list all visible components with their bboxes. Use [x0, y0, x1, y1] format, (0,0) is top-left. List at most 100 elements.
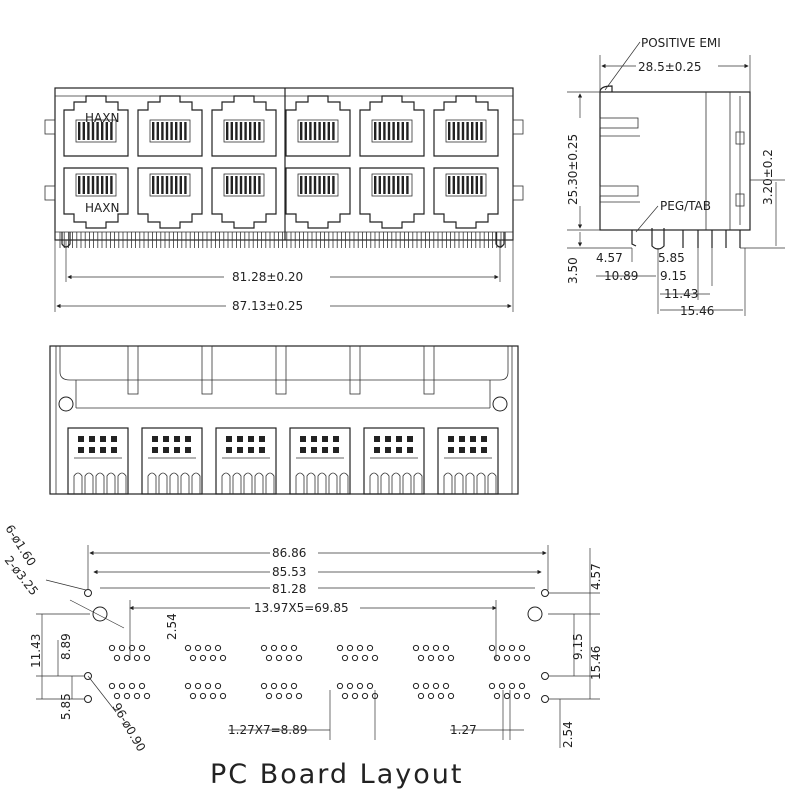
pcb-pin [219, 654, 227, 662]
pcb-pin [118, 644, 126, 652]
bottom-pad [152, 447, 158, 453]
bottom-pad [174, 447, 180, 453]
pcb-hole-160 [84, 589, 92, 597]
pcb-pin [351, 654, 359, 662]
contact [253, 176, 256, 194]
contact [226, 176, 229, 194]
contact [235, 122, 238, 140]
bottom-pad [322, 447, 328, 453]
contact [457, 122, 460, 140]
contact [327, 122, 330, 140]
contact [323, 122, 326, 140]
bottom-pad [78, 447, 84, 453]
pcb-pin [265, 654, 273, 662]
bottom-spring [295, 472, 305, 494]
bottom-spring [443, 472, 453, 494]
bottom-spring [328, 472, 338, 494]
bottom-pad [237, 447, 243, 453]
bottom-pad [152, 436, 158, 442]
rj45-port [285, 167, 351, 229]
pcb-pin [488, 682, 496, 690]
rj45-port [211, 95, 277, 157]
contact [161, 176, 164, 194]
bottom-port-blocks [67, 427, 499, 495]
contact [401, 122, 404, 140]
bottom-spring [84, 472, 94, 494]
contact [448, 122, 451, 140]
bottom-block [363, 427, 425, 495]
contact [152, 176, 155, 194]
pcb-pin [518, 644, 526, 652]
pcb-pin [123, 654, 131, 662]
bottom-spring [317, 472, 327, 494]
pcb-pin [503, 654, 511, 662]
pcb-pin [280, 644, 288, 652]
contact [383, 176, 386, 194]
pcb-pin [341, 654, 349, 662]
pcb-pin [270, 682, 278, 690]
side-view: POSITIVE EMI PEG/TAB 28.5±0.25 25.30±0.2… [566, 36, 785, 318]
bottom-spring [180, 472, 190, 494]
bottom-pad [374, 447, 380, 453]
pcb-pin [336, 644, 344, 652]
bottom-pad [322, 436, 328, 442]
pcb-pin [108, 682, 116, 690]
contact-window [223, 119, 265, 143]
contact [235, 176, 238, 194]
pcb-pin [417, 654, 425, 662]
bottom-pad [311, 447, 317, 453]
contact [82, 122, 85, 140]
rj45-port [137, 95, 203, 157]
contact [475, 122, 478, 140]
contact [406, 122, 409, 140]
dim-side-peg-height: 3.20±0.2 [761, 149, 775, 205]
contact [383, 122, 386, 140]
contact [406, 176, 409, 194]
front-mark-bottom: HAXN [85, 201, 119, 215]
front-ports-bottom [63, 167, 499, 229]
contact [374, 122, 377, 140]
bottom-spring [339, 472, 349, 494]
pcb-pin [427, 692, 435, 700]
pcb-pin [488, 644, 496, 652]
contact [175, 122, 178, 140]
bottom-pad [385, 447, 391, 453]
bottom-pad [459, 436, 465, 442]
bottom-spring [232, 472, 242, 494]
pcb-pin [204, 682, 212, 690]
contact [249, 122, 252, 140]
bottom-pad [226, 447, 232, 453]
contact [452, 122, 455, 140]
pcb-pin [184, 682, 192, 690]
dim-side-height: 25.30±0.25 [566, 134, 580, 205]
pcb-pin [295, 692, 303, 700]
bottom-pad [185, 436, 191, 442]
dim-side-standoff: 3.50 [566, 257, 580, 284]
pcb-pin [523, 692, 531, 700]
contact [397, 122, 400, 140]
contact [258, 176, 261, 194]
bottom-spring [391, 472, 401, 494]
bottom-pad [407, 447, 413, 453]
bottom-spring [117, 472, 127, 494]
contact [91, 122, 95, 140]
contact [475, 176, 478, 194]
contact [96, 176, 99, 194]
bottom-spring [306, 472, 316, 494]
contact [318, 122, 321, 140]
pcb-pin [341, 692, 349, 700]
contact [300, 176, 303, 194]
rj45-port [63, 95, 129, 157]
contact [226, 122, 229, 140]
contact [87, 122, 90, 140]
pcb-pin [498, 682, 506, 690]
bottom-spring [369, 472, 379, 494]
contact [161, 122, 164, 140]
contact [387, 122, 391, 140]
bottom-spring [106, 472, 116, 494]
bottom-pad [185, 447, 191, 453]
pcb-pin [508, 644, 516, 652]
pcb-pin [518, 682, 526, 690]
bottom-pad [396, 447, 402, 453]
